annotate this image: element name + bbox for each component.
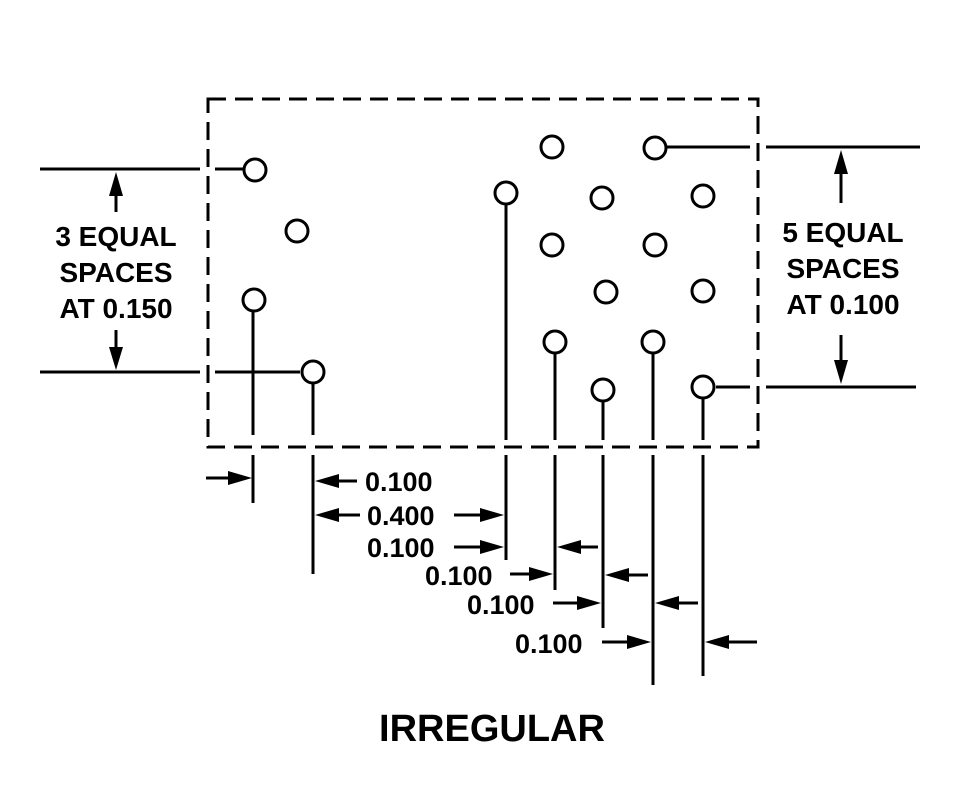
right-vertical-dimension: [834, 150, 848, 384]
dashed-boundary: [206, 97, 760, 449]
hole: [242, 157, 268, 183]
hole: [539, 134, 565, 160]
left-vertical-dimension: [109, 172, 123, 370]
right-note-line-1: 5 EQUAL: [782, 217, 903, 248]
hole: [690, 374, 716, 400]
hole: [493, 180, 519, 206]
left-note-line-1: 3 EQUAL: [55, 221, 176, 252]
hole: [241, 287, 267, 313]
hole: [593, 279, 619, 305]
dimension-label: 0.100: [367, 533, 435, 563]
hole: [300, 359, 326, 385]
right-note-line-3: AT 0.100: [786, 289, 899, 320]
hole: [589, 185, 615, 211]
hole: [640, 329, 666, 355]
dimension-label: 0.400: [367, 501, 435, 531]
dimension-label: 0.100: [365, 467, 433, 497]
horizontal-dimension-arrows: [206, 471, 757, 649]
hole: [542, 329, 568, 355]
dimension-label: 0.100: [515, 629, 583, 659]
left-note-line-2: SPACES: [59, 257, 172, 288]
right-extension-lines: [667, 145, 920, 389]
hole: [690, 183, 716, 209]
left-extension-lines: [40, 167, 300, 374]
dimension-label: 0.100: [467, 590, 535, 620]
hole: [539, 232, 565, 258]
hole: [690, 278, 716, 304]
hole-leader-lines: [251, 204, 705, 685]
hole: [642, 232, 668, 258]
right-note-line-2: SPACES: [786, 253, 899, 284]
hole: [284, 218, 310, 244]
hole: [642, 135, 668, 161]
holes: [241, 134, 716, 403]
hole: [590, 377, 616, 403]
diagram-title: IRREGULAR: [379, 708, 605, 750]
left-note-line-3: AT 0.150: [59, 293, 172, 324]
dimension-label: 0.100: [425, 561, 493, 591]
